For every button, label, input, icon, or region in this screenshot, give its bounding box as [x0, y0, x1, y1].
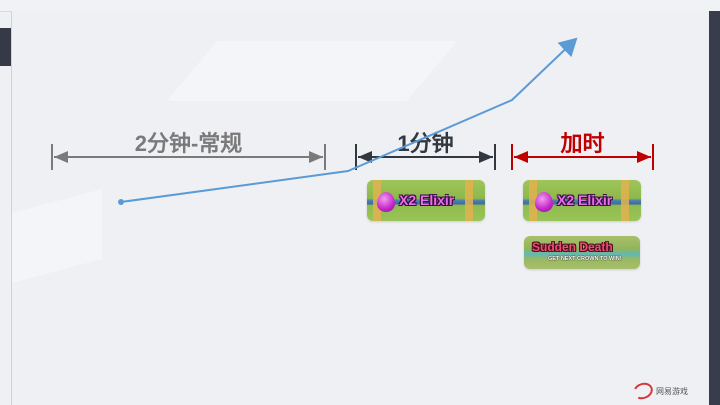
netease-games-logo: 网易游戏	[630, 380, 688, 402]
span-overtime	[511, 144, 654, 170]
span-regular	[51, 144, 326, 170]
right-side-bar	[709, 11, 720, 405]
netease-logo-icon	[630, 380, 656, 402]
card-x2-elixir-one-minute: X2 Elixir	[367, 180, 485, 221]
card-title: Sudden Death	[532, 240, 613, 254]
card-x2-elixir-overtime: X2 Elixir	[523, 180, 641, 221]
trend-arrow	[118, 37, 578, 205]
left-accent-tab	[0, 28, 11, 66]
logo-text: 网易游戏	[656, 386, 688, 396]
card-text: X2 Elixir	[557, 192, 613, 208]
elixir-drop-icon	[535, 192, 553, 212]
card-text: X2 Elixir	[399, 192, 455, 208]
span-one-minute	[355, 144, 496, 170]
card-sudden-death: Sudden Death GET NEXT CROWN TO WIN!	[524, 236, 640, 269]
elixir-drop-icon	[377, 192, 395, 212]
card-subtitle: GET NEXT CROWN TO WIN!	[548, 256, 622, 262]
